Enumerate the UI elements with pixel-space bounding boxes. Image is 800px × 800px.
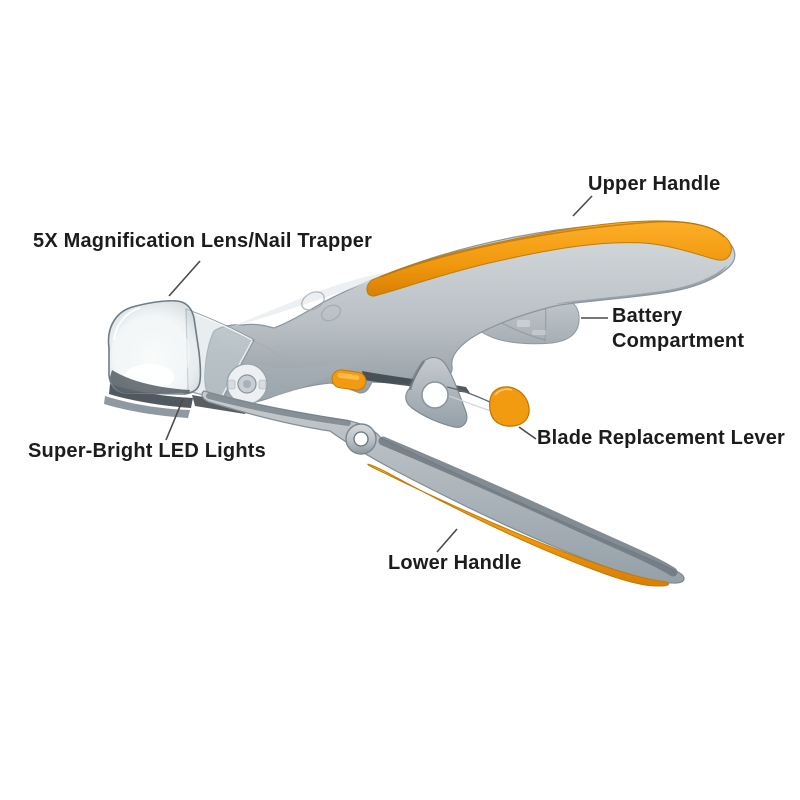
label-blade-lever: Blade Replacement Lever [537,427,786,449]
lower-pivot-hole [353,431,369,447]
body-button [331,369,367,391]
embossed-logo [301,291,342,322]
linkage-hole [421,381,449,409]
lever-wire [446,386,493,412]
leader-magnification [168,260,201,297]
label-upper-handle: Upper Handle [588,173,721,195]
label-battery-compartment: Battery Compartment [612,305,745,352]
lower-handle-part [201,390,685,587]
pivot-dial [226,363,268,405]
magnification-lens-part [107,299,202,395]
blade-lever-part [489,386,530,427]
label-magnification-lens: 5X Magnification Lens/Nail Trapper [33,230,373,252]
leader-lines [165,195,608,553]
label-lower-handle: Lower Handle [388,552,522,574]
leader-lower-handle [436,528,458,553]
upper-handle-grip [366,220,732,297]
linkage-part [405,356,468,428]
leader-blade [518,426,537,440]
label-led-lights: Super-Bright LED Lights [28,440,266,462]
leader-led [165,398,184,441]
leader-upper-handle [572,195,593,217]
